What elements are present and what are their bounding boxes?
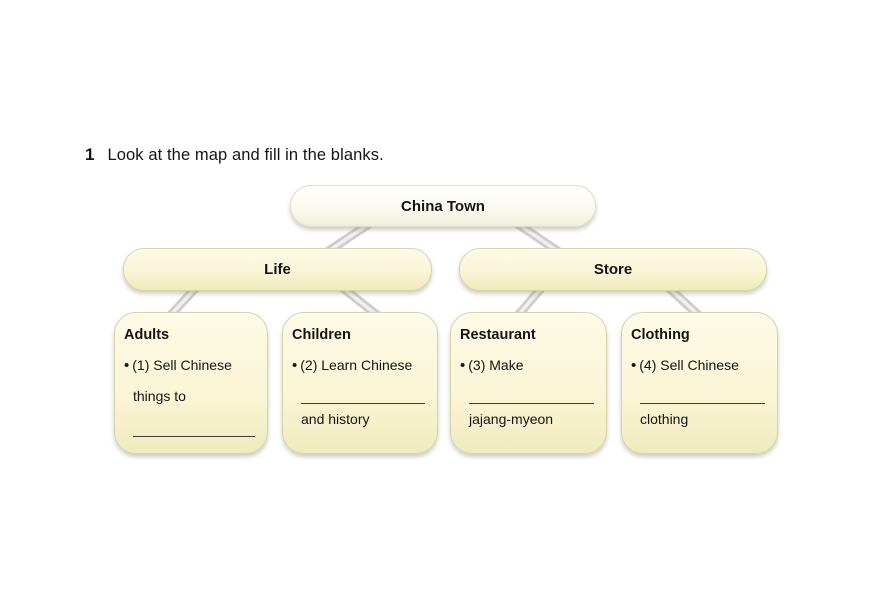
question-heading: 1 Look at the map and fill in the blanks… [85,145,384,165]
map-box-adults: Adults (1) Sell Chinese things to [114,312,268,454]
node-china-town: China Town [290,185,596,227]
box-line-text: jajang-myeon [469,411,554,427]
bullet-icon [124,350,132,381]
map-box-clothing: Clothing (4) Sell Chinese clothing [621,312,778,454]
box-line-text: (4) Sell Chinese [639,357,739,373]
blank-line-4 [640,403,765,404]
box-title: Children [292,327,351,343]
box-bullet-line: (4) Sell Chinese [631,350,765,381]
box-line-text: things to [133,388,186,404]
node-life: Life [123,248,432,291]
blank-line-3 [469,403,594,404]
box-line-text: (2) Learn Chinese [300,357,413,373]
bullet-icon [631,350,639,381]
node-label: Store [593,261,633,278]
question-number: 1 [85,145,95,164]
box-bullet-line: (3) Make [460,350,594,381]
node-label: Life [264,261,291,278]
box-line-text: clothing [640,411,689,427]
box-line-text: (3) Make [468,357,524,373]
box-title: Clothing [631,327,690,343]
node-label: China Town [401,197,485,215]
question-text: Look at the map and fill in the blanks. [107,146,384,164]
blank-line-1 [133,436,255,437]
map-box-restaurant: Restaurant (3) Make jajang-myeon [450,312,607,454]
map-box-children: Children (2) Learn Chinese and history [282,312,438,454]
box-bullet-line: (2) Learn Chinese [292,350,425,381]
box-line-text: and history [301,411,370,427]
box-bullet-line: (1) Sell Chinese [124,350,255,381]
bullet-icon [292,350,300,381]
box-title: Adults [124,327,170,343]
blank-line-2 [301,403,425,404]
box-title: Restaurant [460,327,536,343]
box-line-text: (1) Sell Chinese [132,357,232,373]
node-store: Store [459,248,767,291]
bullet-icon [460,350,468,381]
